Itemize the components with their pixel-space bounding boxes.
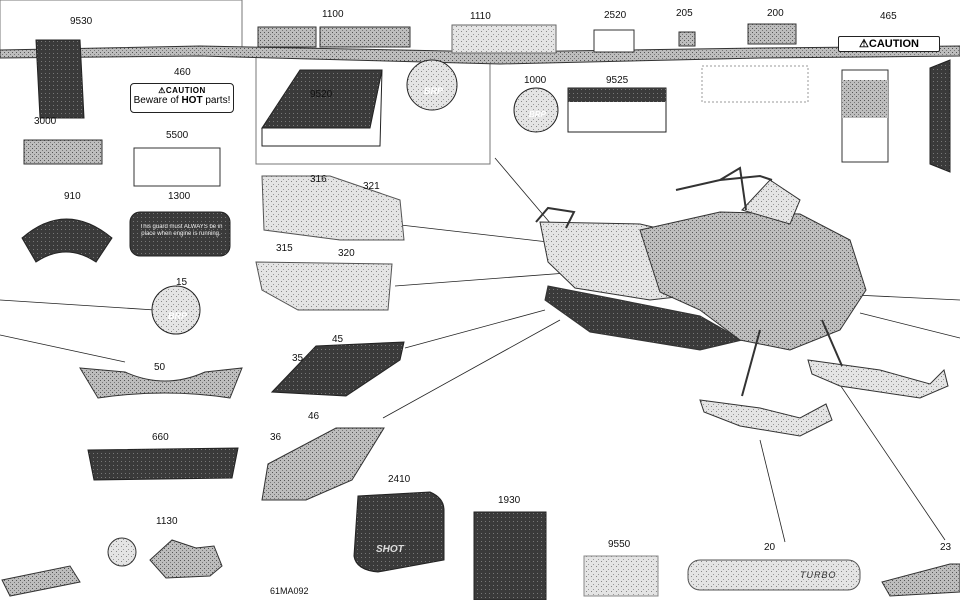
decal-turbo: [687, 559, 861, 591]
decal-9550: [583, 555, 659, 597]
decal-660: [87, 447, 239, 481]
snowmobile: [535, 166, 949, 437]
callout-200: 200: [767, 8, 784, 19]
callout-1100: 1100: [322, 9, 344, 20]
callout-1110: 1110: [470, 11, 491, 22]
decal-910: [21, 218, 113, 263]
part-1130-disc: [107, 537, 137, 567]
decal-1300-text: This guard must ALWAYS be in place when …: [139, 224, 223, 237]
callout-45: 45: [332, 334, 344, 345]
diagram-code: 61MA092: [270, 586, 309, 596]
callout-9530: 9530: [70, 16, 93, 27]
brp-logo-text-9520: BRP: [424, 86, 444, 96]
brp-logo-1000: [513, 87, 559, 133]
decal-316: [261, 175, 405, 241]
callout-315: 315: [276, 243, 293, 254]
callout-5500: 5500: [166, 130, 189, 141]
callout-35: 35: [292, 353, 304, 364]
decal-460-caution: ⚠CAUTION Beware of HOT parts!: [130, 83, 234, 113]
callout-1130: 1130: [156, 516, 178, 527]
callout-3000: 3000: [34, 116, 57, 127]
callout-9520: 9520: [310, 89, 333, 100]
callout-910: 910: [64, 191, 81, 202]
callout-660: 660: [152, 432, 169, 443]
decal-50: [79, 367, 243, 399]
callout-1300: 1300: [168, 191, 191, 202]
decal-3000: [23, 139, 103, 165]
decal-9530: [35, 39, 85, 119]
callout-316: 316: [310, 174, 327, 185]
part-1130-tool: [149, 539, 223, 579]
top-band: [0, 45, 960, 65]
caution-text: Beware of HOT parts!: [133, 95, 231, 106]
decal-1100-b: [319, 26, 411, 48]
callout-1930: 1930: [498, 495, 521, 506]
callout-2410: 2410: [388, 474, 411, 485]
decal-205: [678, 31, 696, 47]
caution-header: ⚠CAUTION: [158, 86, 206, 95]
callout-9550: 9550: [608, 539, 631, 550]
decal-1110: [451, 24, 557, 54]
decal-shot-text: SHOT: [376, 544, 404, 555]
decal-turbo-text: TURBO: [800, 570, 837, 580]
callout-320: 320: [338, 248, 355, 259]
brp-logo-15: [151, 285, 201, 335]
decal-200: [747, 23, 797, 45]
callout-465: 465: [880, 11, 897, 22]
callout-15: 15: [176, 277, 188, 288]
decal-icons: [701, 65, 809, 103]
callout-50: 50: [154, 362, 166, 373]
brp-logo-text-1000: BRP: [529, 110, 546, 119]
decal-1300: [129, 211, 231, 257]
decal-1930: [473, 511, 547, 600]
callout-460: 460: [174, 67, 191, 78]
callout-9525: 9525: [606, 75, 629, 86]
callout-20: 20: [764, 542, 776, 553]
decal-2410: [353, 491, 445, 573]
decal-5500: [133, 147, 221, 187]
callout-23: 23: [940, 542, 952, 553]
decal-465-side: [929, 59, 951, 173]
decal-465-caution: ⚠CAUTION: [838, 36, 940, 52]
decal-315: [255, 261, 393, 311]
brp-logo-9520: [406, 59, 458, 111]
decal-46: [261, 427, 385, 501]
callout-205: 205: [676, 8, 693, 19]
decal-45: [270, 341, 405, 397]
callout-1000: 1000: [524, 75, 547, 86]
callout-36: 36: [270, 432, 282, 443]
callout-321: 321: [363, 181, 380, 192]
decal-summit-right: [881, 563, 960, 597]
brp-logo-text-15: BRP: [168, 311, 188, 321]
callout-46: 46: [308, 411, 320, 422]
decal-2520: [593, 29, 635, 53]
decal-summit-left: [1, 565, 81, 597]
decal-1100-a: [257, 26, 317, 48]
callout-2520: 2520: [604, 10, 627, 21]
